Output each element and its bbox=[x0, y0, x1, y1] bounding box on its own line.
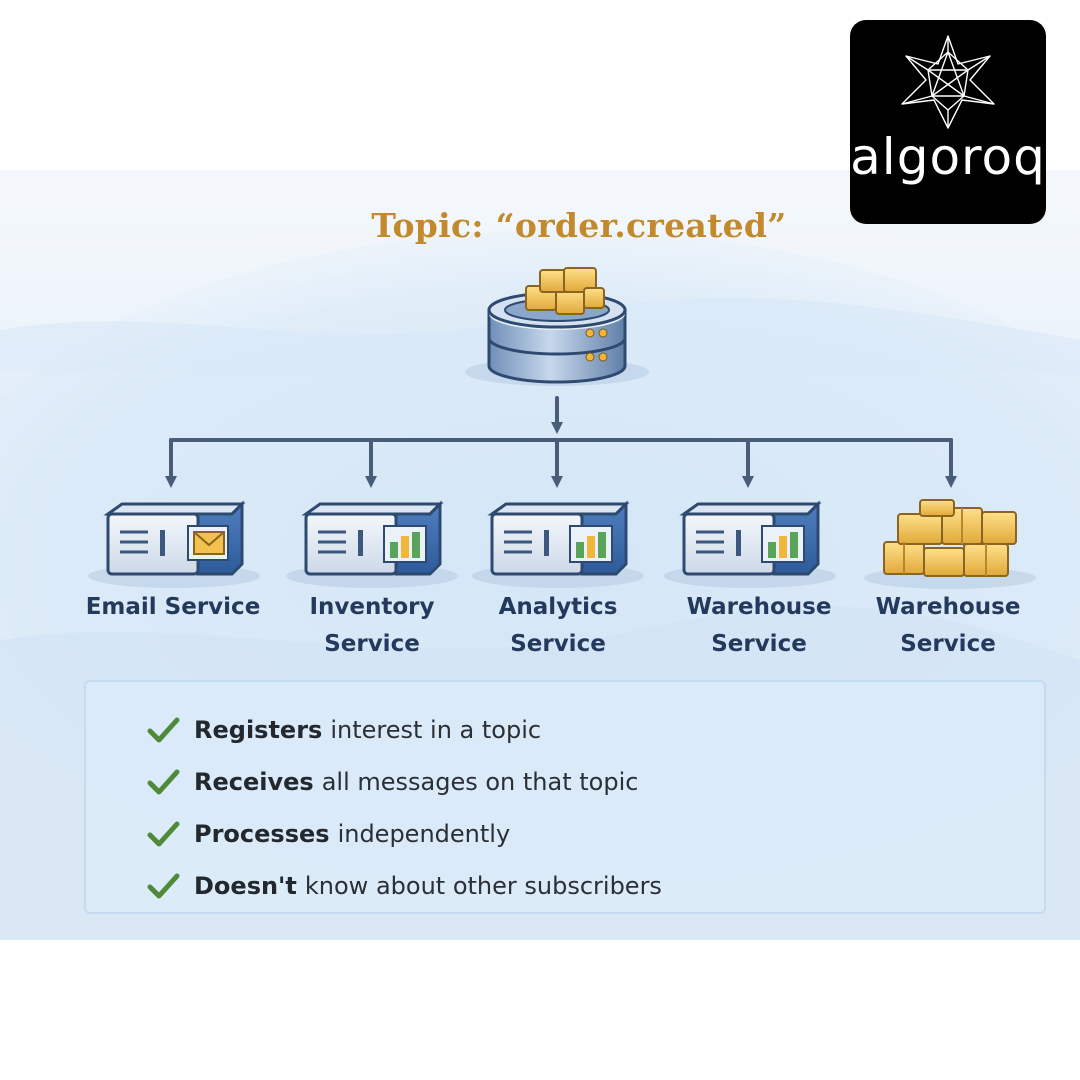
subscriber-label-line: Service bbox=[711, 631, 807, 657]
trait-text: all messages on that topic bbox=[321, 768, 639, 796]
boxes-icon bbox=[864, 499, 1036, 589]
checkmark-icon bbox=[147, 873, 180, 899]
checkmark-icon bbox=[147, 821, 180, 847]
subscriber-traits-panel: Registers interest in a topic Receives a… bbox=[84, 680, 1046, 914]
brand-logo: algoroq bbox=[850, 20, 1046, 224]
subscriber-label-line: Email Service bbox=[85, 594, 261, 620]
topic-title: Topic: “order.created” bbox=[371, 206, 787, 245]
checkmark-icon bbox=[147, 717, 180, 743]
trait-text: independently bbox=[337, 820, 511, 848]
brand-logo-text: algoroq bbox=[850, 128, 1046, 186]
subscriber-traits-list: Registers interest in a topic Receives a… bbox=[86, 682, 1044, 912]
subscriber-label-line: Warehouse bbox=[875, 594, 1021, 620]
subscriber-label-line: Inventory bbox=[309, 594, 435, 620]
subscriber-label-warehouse: Warehouse Service bbox=[659, 589, 859, 663]
subscriber-label-inventory: Inventory Service bbox=[272, 589, 472, 663]
subscriber-label-email: Email Service bbox=[73, 589, 273, 626]
trait-keyword: Processes bbox=[194, 820, 330, 848]
server-chart-icon bbox=[472, 500, 644, 588]
subscriber-label-line: Service bbox=[324, 631, 420, 657]
trait-text: interest in a topic bbox=[330, 716, 542, 744]
subscriber-label-line: Analytics bbox=[498, 594, 618, 620]
subscriber-label-line: Service bbox=[900, 631, 996, 657]
subscriber-label-line: Warehouse bbox=[686, 594, 832, 620]
checkmark-icon bbox=[147, 769, 180, 795]
trait-text: know about other subscribers bbox=[304, 872, 662, 900]
list-item: Doesn't know about other subscribers bbox=[146, 860, 1044, 912]
polyhedron-star-icon bbox=[901, 35, 995, 129]
list-item: Receives all messages on that topic bbox=[146, 756, 1044, 808]
trait-keyword: Receives bbox=[194, 768, 314, 796]
topic-database-icon bbox=[465, 267, 649, 386]
list-item: Processes independently bbox=[146, 808, 1044, 860]
server-chart-icon bbox=[286, 500, 458, 588]
trait-keyword: Doesn't bbox=[194, 872, 297, 900]
server-chart-icon bbox=[664, 500, 836, 588]
subscriber-label-analytics: Analytics Service bbox=[458, 589, 658, 663]
subscriber-label-warehouse-boxes: Warehouse Service bbox=[848, 589, 1048, 663]
list-item: Registers interest in a topic bbox=[146, 704, 1044, 756]
subscriber-label-line: Service bbox=[510, 631, 606, 657]
message-cubes-icon bbox=[525, 267, 605, 315]
trait-keyword: Registers bbox=[194, 716, 323, 744]
fanout-connectors bbox=[165, 396, 957, 488]
server-envelope-icon bbox=[88, 500, 260, 588]
